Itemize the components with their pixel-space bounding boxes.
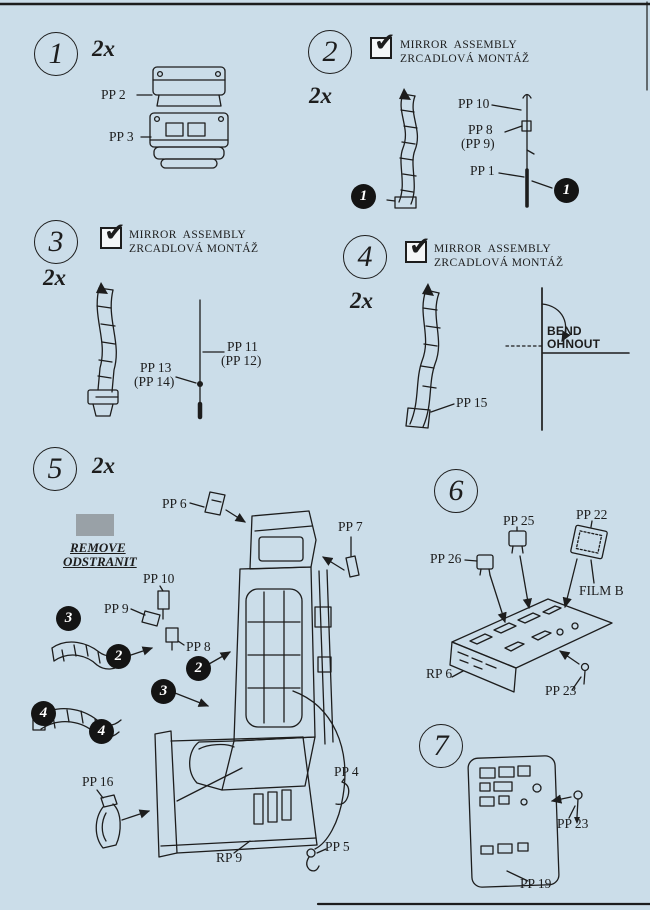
remove-area-patch <box>76 514 114 536</box>
step4-mirror-line1: MIRROR ASSEMBLY <box>434 243 552 255</box>
step6-label-pp23: PP 23 <box>545 683 577 698</box>
step6-label-filmb: FILM B <box>579 583 624 598</box>
step3-label-pp11: PP 11 <box>227 339 258 354</box>
step3-label-pp14: (PP 14) <box>134 374 175 389</box>
step7-label-pp19: PP 19 <box>520 876 552 891</box>
step1-number-badge: 1 <box>34 32 78 76</box>
step2-label-pp10: PP 10 <box>458 96 490 111</box>
step2-label-pp8: PP 8 <box>468 122 493 137</box>
step5-quantity: 2x <box>92 453 115 478</box>
step5-label-pp8: PP 8 <box>186 639 211 654</box>
step3-strap-drawing <box>87 282 119 417</box>
step5-remove-line2: ODSTRANIT <box>63 554 137 569</box>
step4-quantity: 2x <box>350 288 373 313</box>
step5-number-badge: 5 <box>33 447 77 491</box>
step2-pin-drawing <box>491 93 553 208</box>
step2-marker-pin: 1 <box>554 178 579 203</box>
step3-label-pp13: PP 13 <box>140 360 172 375</box>
step4-number: 4 <box>357 240 373 273</box>
step2-label-pp1: PP 1 <box>470 163 495 178</box>
step3-pin-drawing <box>175 299 225 420</box>
step2-mirror-line1: MIRROR ASSEMBLY <box>400 39 518 51</box>
step5-marker-3-right: 3 <box>151 679 176 704</box>
step5-label-pp16: PP 16 <box>82 774 114 789</box>
step5-marker-2-left: 2 <box>106 644 131 669</box>
step4-mirror-note: MIRROR ASSEMBLY ZRCADLOVÁ MONTÁŽ <box>434 242 563 270</box>
step3-number-badge: 3 <box>34 220 78 264</box>
step4-bend-note: BEND OHNOUT <box>547 325 600 351</box>
step1-number: 1 <box>48 37 64 70</box>
step7-panel-drawing <box>467 755 583 888</box>
step2-number: 2 <box>322 35 338 68</box>
step3-checkbox-icon: ✔ <box>100 220 126 249</box>
step4-bend-drawing <box>505 287 630 431</box>
step5-label-pp4: PP 4 <box>334 764 359 779</box>
step6-label-rp6: RP 6 <box>426 666 453 681</box>
step6-label-pp22: PP 22 <box>576 507 608 522</box>
step4-strap-drawing <box>405 283 455 429</box>
step5-label-pp10: PP 10 <box>143 571 175 586</box>
step5-marker-2-right: 2 <box>186 656 211 681</box>
step2-mirror-note: MIRROR ASSEMBLY ZRCADLOVÁ MONTÁŽ <box>400 38 529 66</box>
checkmark-icon: ✔ <box>104 218 126 248</box>
step7-label-pp23: PP 23 <box>557 816 589 831</box>
step3-quantity: 2x <box>43 265 66 290</box>
step1-part-drawing <box>136 66 229 169</box>
step5-label-pp7: PP 7 <box>338 519 363 534</box>
step5-number: 5 <box>47 452 63 485</box>
step5-label-rp9: RP 9 <box>216 850 243 865</box>
step6-number: 6 <box>448 474 464 507</box>
step5-remove-line1: REMOVE <box>70 540 126 555</box>
step5-label-pp5: PP 5 <box>325 839 350 854</box>
step4-label-pp15: PP 15 <box>456 395 488 410</box>
step2-mirror-line2: ZRCADLOVÁ MONTÁŽ <box>400 53 530 65</box>
step3-label-pp12: (PP 12) <box>221 353 262 368</box>
step4-checkbox-icon: ✔ <box>405 234 431 263</box>
checkmark-icon: ✔ <box>409 232 431 262</box>
step4-number-badge: 4 <box>343 235 387 279</box>
step2-checkbox-icon: ✔ <box>370 30 396 59</box>
step3-number: 3 <box>48 225 64 258</box>
step2-quantity: 2x <box>309 83 332 108</box>
step2-marker-strap: 1 <box>351 184 376 209</box>
step1-label-pp3: PP 3 <box>109 129 134 144</box>
step5-marker-3-left: 3 <box>56 606 81 631</box>
step1-label-pp2: PP 2 <box>101 87 126 102</box>
checkmark-icon: ✔ <box>374 28 396 58</box>
step7-number: 7 <box>433 729 449 762</box>
step5-marker-4-right: 4 <box>89 719 114 744</box>
step6-label-pp25: PP 25 <box>503 513 535 528</box>
step4-mirror-line2: ZRCADLOVÁ MONTÁŽ <box>434 257 564 269</box>
step1-quantity: 2x <box>92 36 115 61</box>
step4-bend-line1: BEND <box>547 324 582 338</box>
step5-label-pp9: PP 9 <box>104 601 129 616</box>
step6-label-pp26: PP 26 <box>430 551 462 566</box>
step6-number-badge: 6 <box>434 469 478 513</box>
step3-mirror-line2: ZRCADLOVÁ MONTÁŽ <box>129 243 259 255</box>
step3-mirror-note: MIRROR ASSEMBLY ZRCADLOVÁ MONTÁŽ <box>129 228 258 256</box>
step2-label-pp9: (PP 9) <box>461 136 495 151</box>
step5-label-pp6: PP 6 <box>162 496 187 511</box>
step2-number-badge: 2 <box>308 30 352 74</box>
step7-number-badge: 7 <box>419 724 463 768</box>
step3-mirror-line1: MIRROR ASSEMBLY <box>129 229 247 241</box>
step5-marker-4-left: 4 <box>31 701 56 726</box>
step4-bend-line2: OHNOUT <box>547 337 601 351</box>
step6-console-drawing <box>449 520 613 693</box>
step2-strap-drawing <box>386 88 419 209</box>
